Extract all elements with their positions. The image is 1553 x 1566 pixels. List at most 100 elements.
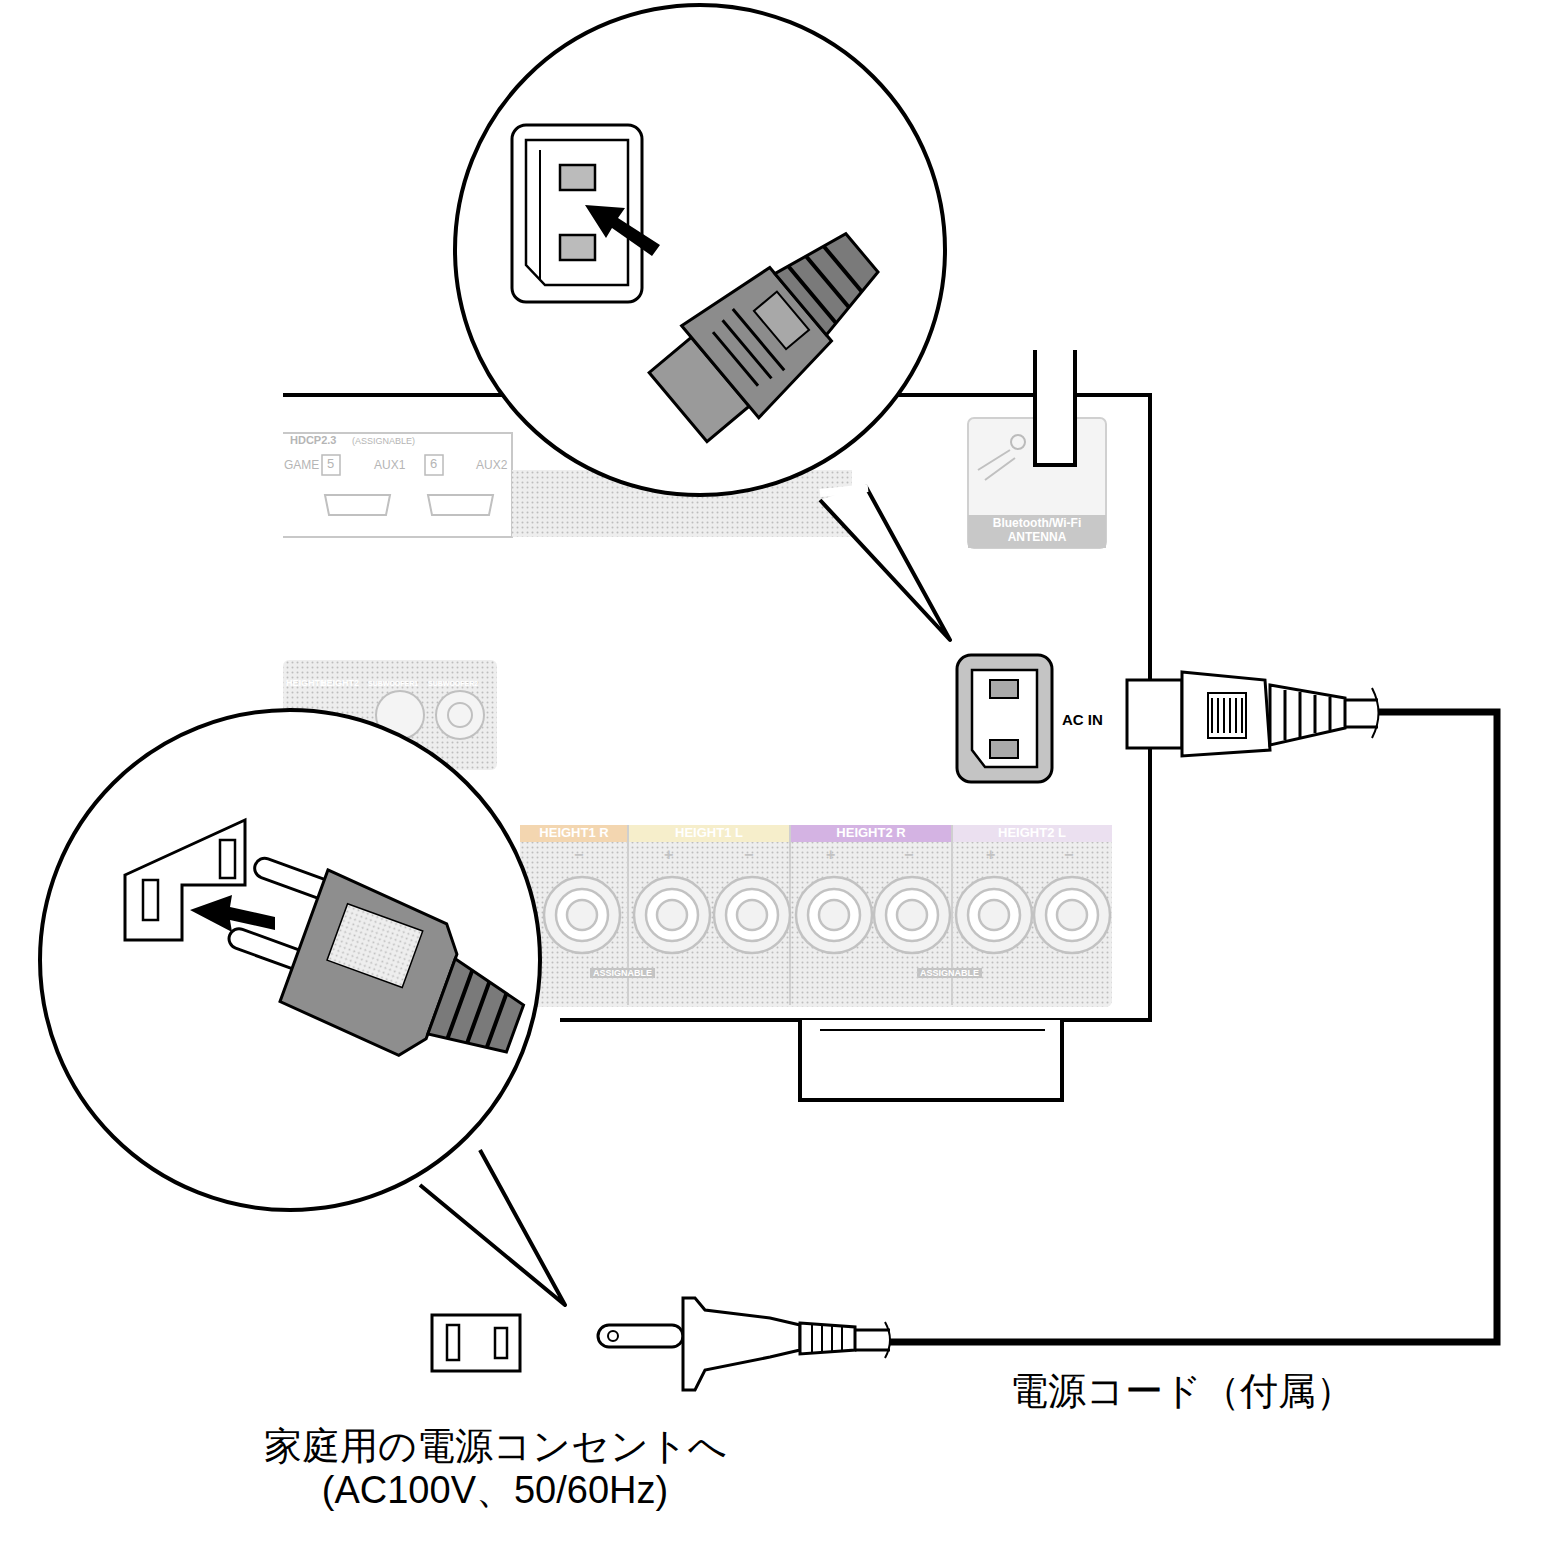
number-box — [425, 455, 443, 475]
speaker-terminal — [886, 889, 938, 941]
zoom-inlet — [512, 125, 642, 302]
wall-outlet — [432, 1315, 520, 1371]
cable-end — [855, 1330, 890, 1350]
iec-plug-head — [1127, 680, 1182, 748]
strain-relief-ribs — [1285, 690, 1330, 740]
speaker-terminal — [726, 889, 778, 941]
label: ASSIGNABLE — [590, 968, 655, 978]
ac-inlet — [957, 655, 1052, 782]
antenna-label-band — [968, 515, 1106, 548]
speaker-terminal — [634, 877, 710, 953]
plug-relief-ribs — [812, 1325, 842, 1352]
speaker-terminal — [544, 877, 620, 953]
cable-break — [1372, 688, 1379, 738]
speaker-terminal — [874, 877, 950, 953]
zoom-strain-relief — [428, 959, 531, 1062]
foot — [800, 1020, 1062, 1100]
spacer — [870, 482, 871, 483]
zoom-inlet-pins — [560, 165, 595, 260]
speaker-terminal — [796, 877, 872, 953]
number-box — [322, 455, 340, 475]
speaker-terminal — [808, 889, 860, 941]
cable-break — [885, 1322, 890, 1358]
speaker-terminal — [657, 900, 687, 930]
callout-tail — [420, 1150, 565, 1305]
zoom-ac-plug — [211, 846, 544, 1090]
label: 電源コード（付属） — [1010, 1370, 1354, 1414]
label: GAME — [284, 459, 319, 473]
speaker-terminal — [819, 900, 849, 930]
channel-band — [790, 825, 952, 842]
label: − — [904, 846, 913, 864]
ac-inlet-socket — [972, 670, 1037, 767]
label: 5 — [327, 457, 334, 472]
label: HEIGHT1 R — [520, 826, 628, 841]
label: HEIGHT2 L — [952, 826, 1112, 841]
label: (ASSIGNABLE) — [352, 436, 415, 446]
insert-arrow — [585, 205, 660, 256]
plug-blade — [598, 1325, 683, 1347]
hdmi-port — [325, 495, 390, 515]
label: + — [986, 846, 995, 864]
label: − — [744, 846, 753, 864]
inlet-pin — [990, 680, 1018, 698]
zoom-relief-ribs — [788, 241, 866, 323]
speaker-terminal — [1046, 889, 1098, 941]
label: SUBWOOFER2 — [428, 680, 478, 688]
speaker-terminal — [897, 900, 927, 930]
speaker-terminal — [714, 877, 790, 953]
outlet-slot — [447, 1325, 459, 1360]
label: AUX2 — [476, 459, 507, 473]
hdmi-panel — [283, 433, 512, 537]
speaker-terminal — [979, 900, 1009, 930]
channel-band — [628, 825, 790, 842]
terminal-group — [544, 877, 1110, 953]
speaker-terminal — [556, 889, 608, 941]
label: ASSIGNABLE — [917, 968, 982, 978]
inlet-pin — [990, 740, 1018, 758]
speaker-terminal — [1034, 877, 1110, 953]
callout-tail — [820, 485, 950, 640]
outlet-slot — [495, 1328, 507, 1358]
plug-grip-lines — [1212, 698, 1242, 733]
callout-join — [820, 488, 868, 493]
zoom-strain-relief — [775, 222, 888, 335]
speaker-terminal — [956, 877, 1032, 953]
plug-grip — [1208, 693, 1246, 738]
callout-join — [425, 1155, 478, 1183]
power-cord — [890, 712, 1497, 1342]
label: 家庭用の電源コンセントへ (AC100V、50/60Hz) — [225, 1425, 765, 1512]
label: + — [664, 846, 673, 864]
speaker-terminal — [646, 889, 698, 941]
label: AUX1 — [374, 459, 405, 473]
label: HDCP2.3 — [290, 434, 336, 447]
label: 6 — [430, 457, 437, 472]
zoom-inlet-inner — [539, 150, 541, 280]
iec-plug-body — [1182, 672, 1270, 756]
zoom-plug-grip — [327, 904, 423, 988]
rca-jack — [448, 703, 472, 727]
ac-plug — [683, 1298, 800, 1390]
plug-relief — [800, 1323, 855, 1354]
strain-relief — [1270, 685, 1345, 745]
antenna-icon — [978, 450, 1015, 480]
foot-edge — [820, 1029, 1045, 1031]
label: HEIGHT1 — [286, 678, 325, 688]
speaker-terminal — [737, 900, 767, 930]
label: Bluetooth/Wi-Fi ANTENNA — [968, 517, 1106, 545]
speaker-terminal — [968, 889, 1020, 941]
speaker-terminal — [567, 900, 597, 930]
label: + — [826, 846, 835, 864]
zoom-outlet-slot — [143, 880, 158, 920]
channel-band — [952, 825, 1112, 842]
label: − — [574, 846, 583, 864]
cable-end — [1345, 700, 1378, 727]
zoom-callout — [40, 710, 540, 1210]
speaker-terminal — [1057, 900, 1087, 930]
zoom-iec-plug — [640, 207, 901, 453]
antenna-screw — [1011, 435, 1025, 449]
channel-band — [520, 825, 628, 842]
label: AC IN — [1062, 711, 1103, 728]
